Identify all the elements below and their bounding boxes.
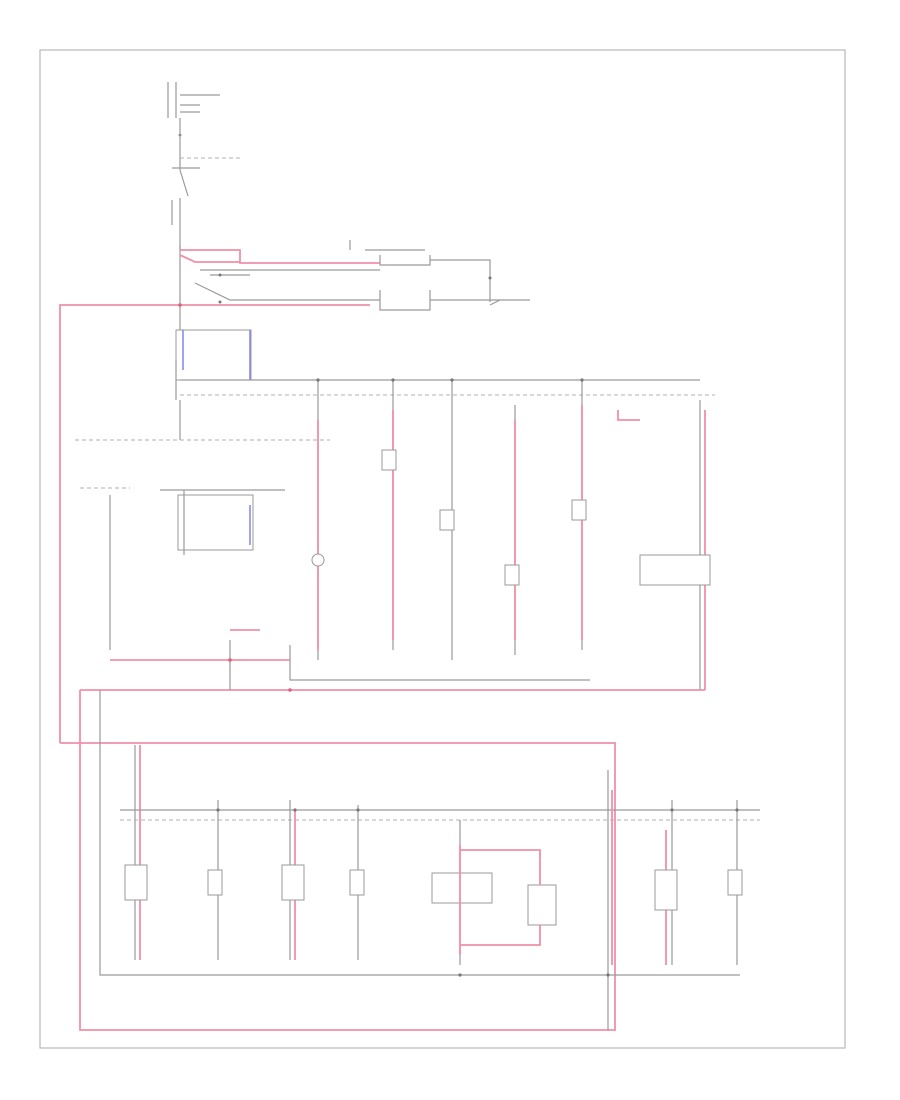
upper-switch-section xyxy=(179,240,530,330)
lower-section xyxy=(60,690,760,1031)
power-feed xyxy=(167,82,240,250)
dimmer-section xyxy=(175,329,715,400)
junction-dots xyxy=(178,303,739,977)
diagram-frame xyxy=(39,49,846,1049)
pink-main-feed xyxy=(59,304,370,743)
middle-branches xyxy=(75,380,711,691)
